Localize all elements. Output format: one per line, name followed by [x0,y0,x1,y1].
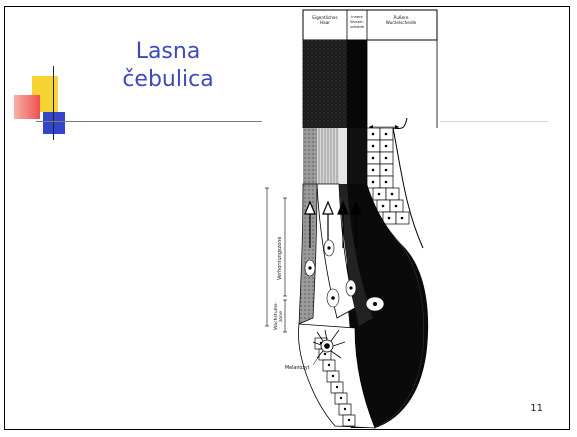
title-rule [36,121,262,122]
zone-wachstum-label-2: zone [279,311,284,322]
col-label-outer-2: Wurzelscheide [386,20,417,25]
deco-vertical-line [53,66,54,140]
slide-title: Lasna čebulica [108,38,228,94]
title-line-1: Lasna [108,38,228,66]
col-label-inner-2: Wurzel- [350,20,364,24]
hair-bulb-illustration: Eigentliches Haar Innere Wurzel- scheide… [255,8,440,432]
title-line-2: čebulica [108,66,228,94]
zone-verhornung-label: Verhornungszone [277,237,283,281]
col-label-hair-2: Haar [320,20,330,25]
page-number: 11 [530,403,543,414]
title-rule-right [440,121,548,122]
col-label-inner-3: scheide [350,25,365,29]
deco-blue-square [43,112,65,134]
deco-red-square [14,95,40,119]
melanocyt-label: Melanozyt [285,365,310,371]
col-label-inner-1: Innere [351,15,363,19]
